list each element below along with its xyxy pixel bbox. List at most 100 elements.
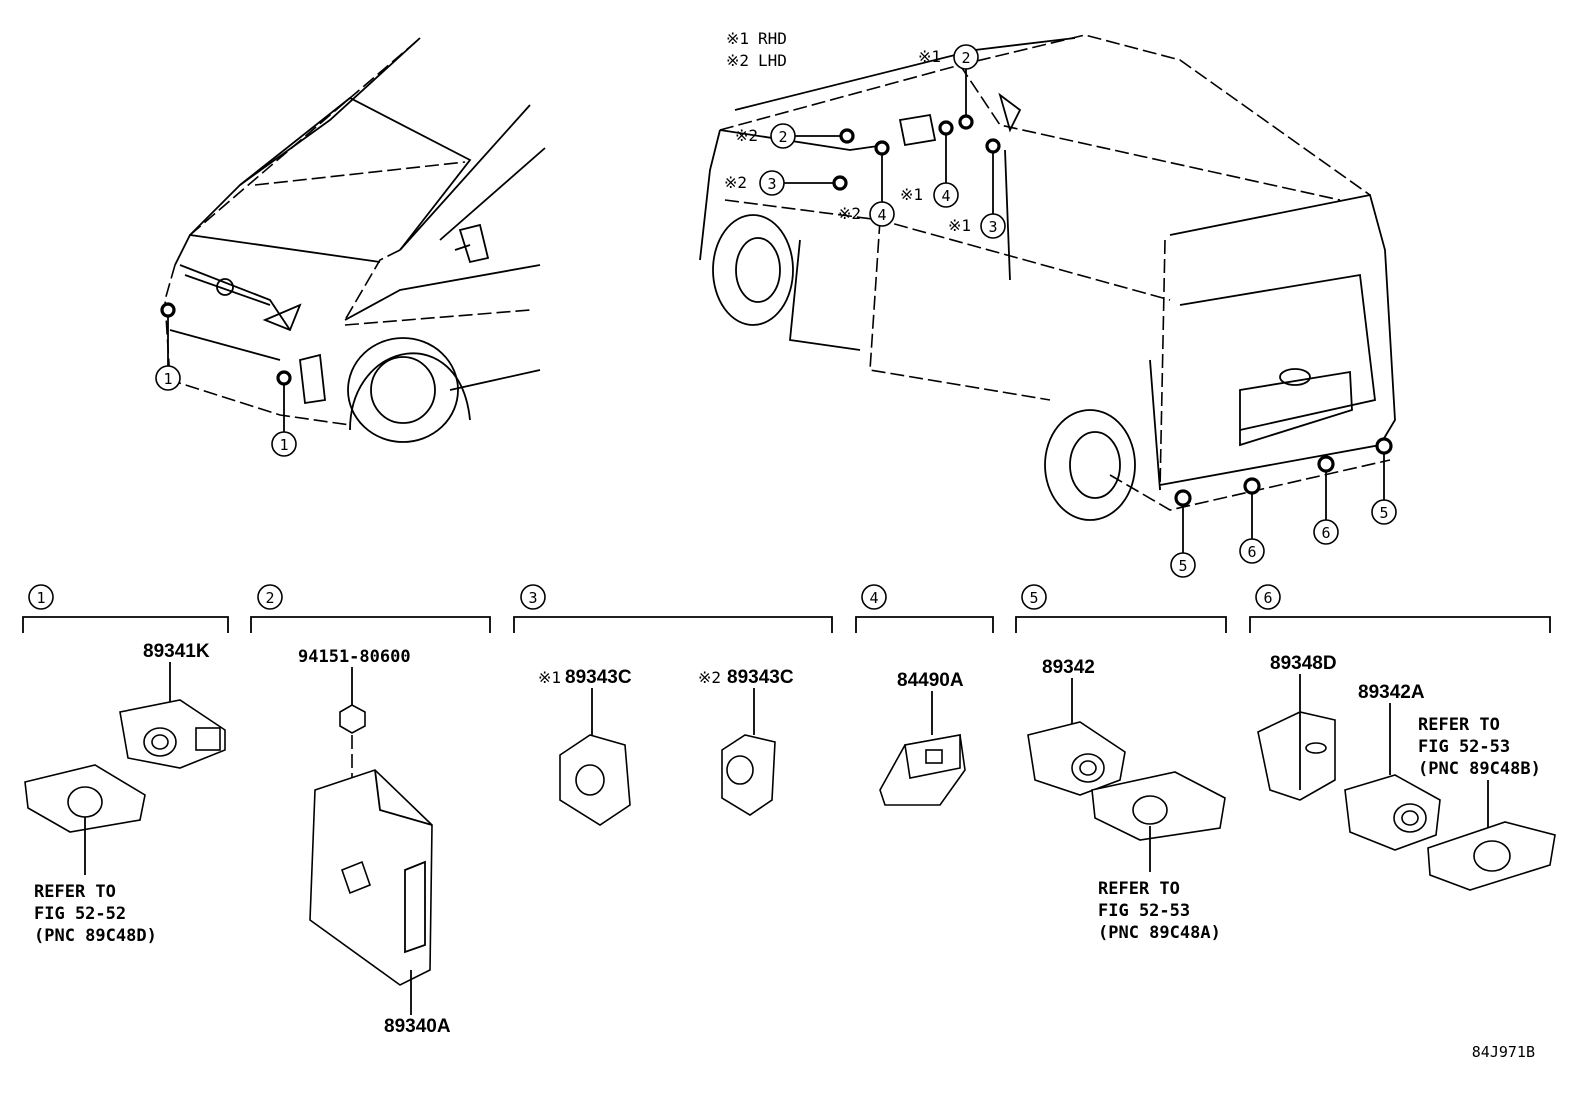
g6-refer-line2: FIG 52-53 [1418, 737, 1510, 757]
mark-lhd-cab-2: ※2 [735, 126, 758, 145]
switch-89343C-lhd-drawing [721, 734, 776, 816]
sensor-dot-cab-right-3 [985, 138, 1001, 154]
g6-refer-line1: REFER TO [1418, 715, 1500, 735]
mark-rhd-89343C: ※1 [538, 668, 561, 687]
sensor-dot-rear-right [1375, 437, 1393, 455]
part-89341K-label: 89341K [143, 641, 210, 662]
group-4-index [861, 584, 887, 610]
part-89340A-label: 89340A [384, 1016, 451, 1037]
figure-code: 84J971B [1472, 1043, 1535, 1061]
callout-cab-right-3-label: 3 [988, 218, 997, 236]
sensor-dot-cab-left-4 [874, 140, 890, 156]
legend-rhd-mark: ※1 [726, 29, 749, 48]
g5-refer-line2: FIG 52-53 [1098, 901, 1190, 921]
switch-84490A-drawing [879, 734, 966, 806]
group-3-index [520, 584, 546, 610]
group-4-parts: 84490A [879, 670, 966, 806]
bracket-89348D-drawing [1257, 711, 1336, 801]
group-5-index [1021, 584, 1047, 610]
rear-van-illustration [699, 34, 1396, 521]
callout-rear-mid-right-label: 6 [1321, 524, 1330, 542]
mark-lhd-89343C: ※2 [698, 668, 721, 687]
group-headers: 1 2 3 4 5 6 [22, 584, 1551, 633]
callout-front-left [155, 365, 181, 391]
callout-rear-left [1170, 552, 1196, 578]
group-1-bracket [22, 616, 229, 633]
callout-rear-right [1371, 499, 1397, 525]
group-5-parts: 89342 REFER TO FIG 52-53 (PNC 89C48A) [1027, 657, 1226, 943]
callout-rear-mid-left [1239, 538, 1265, 564]
sensor-dot-rear-mid-right [1317, 455, 1335, 473]
group-5-bracket [1015, 616, 1227, 633]
group-5-index-label: 5 [1029, 589, 1038, 607]
sensor-dot-cab-mid-4 [938, 120, 954, 136]
part-84490A-label: 84490A [897, 670, 964, 691]
part-89342A-label: 89342A [1358, 682, 1425, 703]
part-94151-80600-label: 94151-80600 [298, 647, 411, 667]
group-6-index-label: 6 [1263, 589, 1272, 607]
sensor-dot-rear-mid-left [1243, 477, 1261, 495]
callout-front-right-label: 1 [279, 436, 288, 454]
group-3-index-label: 3 [528, 589, 537, 607]
group-1-index [28, 584, 54, 610]
group-3-parts: ※1 89343C ※2 89343C [538, 667, 794, 826]
ecu-89340A-drawing [309, 769, 433, 986]
sensor-89342-drawing [1027, 721, 1126, 796]
sensor-dot-front-right [276, 370, 292, 386]
group-1-index-label: 1 [36, 589, 45, 607]
legend-lhd-text: LHD [758, 51, 787, 70]
g6-refer-line3: (PNC 89C48B) [1418, 759, 1541, 779]
mark-lhd-cab-3: ※2 [724, 173, 747, 192]
callout-cab-left-2-label: 2 [778, 128, 787, 146]
callout-cab-top-label: 2 [961, 49, 970, 67]
sensor-dot-cab-left-3 [832, 175, 848, 191]
legend-lhd-mark: ※2 [726, 51, 749, 70]
mark-rhd-cab-top: ※1 [918, 47, 941, 66]
callout-rear-left-label: 5 [1178, 557, 1187, 575]
callout-cab-left-4 [869, 201, 895, 227]
group-2-bracket [250, 616, 491, 633]
front-van-illustration [164, 37, 546, 443]
legend: ※1 RHD ※2 LHD [726, 29, 787, 70]
callout-cab-right-3 [980, 213, 1006, 239]
switch-89343C-rhd-drawing [559, 734, 631, 826]
group-2-parts: 94151-80600 89340A [298, 647, 451, 1037]
group-6-bracket [1249, 616, 1551, 633]
callout-front-right [271, 431, 297, 457]
sensor-dot-cab-top [958, 114, 974, 130]
sensor-89341K-drawing [119, 699, 226, 769]
g5-refer-line3: (PNC 89C48A) [1098, 923, 1221, 943]
legend-rhd-text: RHD [758, 29, 787, 48]
callout-rear-right-label: 5 [1379, 504, 1388, 522]
mark-rhd-cab-4: ※1 [900, 185, 923, 204]
group-6-parts: 89348D 89342A REFER TO FIG 52-53 (PNC 89… [1257, 653, 1556, 891]
callout-rear-mid-right [1313, 519, 1339, 545]
mark-lhd-cab-4: ※2 [838, 204, 861, 223]
retainer-89C48A-drawing [1091, 771, 1226, 841]
sensor-dot-cab-left-2 [839, 128, 855, 144]
callout-cab-left-4-label: 4 [877, 206, 886, 224]
callout-front-left-label: 1 [163, 370, 172, 388]
part-89342-label: 89342 [1042, 657, 1095, 678]
sensor-dot-front-left [160, 302, 176, 318]
part-89343C-lhd-label: 89343C [727, 667, 794, 688]
callout-cab-mid-4-label: 4 [941, 187, 950, 205]
mark-rhd-cab-3: ※1 [948, 216, 971, 235]
callout-rear-mid-left-label: 6 [1247, 543, 1256, 561]
sensor-dot-rear-left [1174, 489, 1192, 507]
part-89348D-label: 89348D [1270, 653, 1337, 674]
retainer-89C48D-drawing [24, 764, 146, 833]
group-2-index-label: 2 [265, 589, 274, 607]
g1-refer-line3: (PNC 89C48D) [34, 926, 157, 946]
g1-refer-line2: FIG 52-52 [34, 904, 126, 924]
nut-94151-80600-drawing [339, 704, 366, 734]
part-89343C-rhd-label: 89343C [565, 667, 632, 688]
group-3-bracket [513, 616, 833, 633]
location-markers: 1 1 ※1 2 ※2 2 ※2 3 ※2 4 ※1 4 [155, 44, 1397, 578]
group-4-bracket [855, 616, 994, 633]
sensor-89342A-drawing [1344, 774, 1441, 851]
callout-cab-mid-4 [933, 182, 959, 208]
callout-cab-left-3-label: 3 [767, 175, 776, 193]
g5-refer-line1: REFER TO [1098, 879, 1180, 899]
